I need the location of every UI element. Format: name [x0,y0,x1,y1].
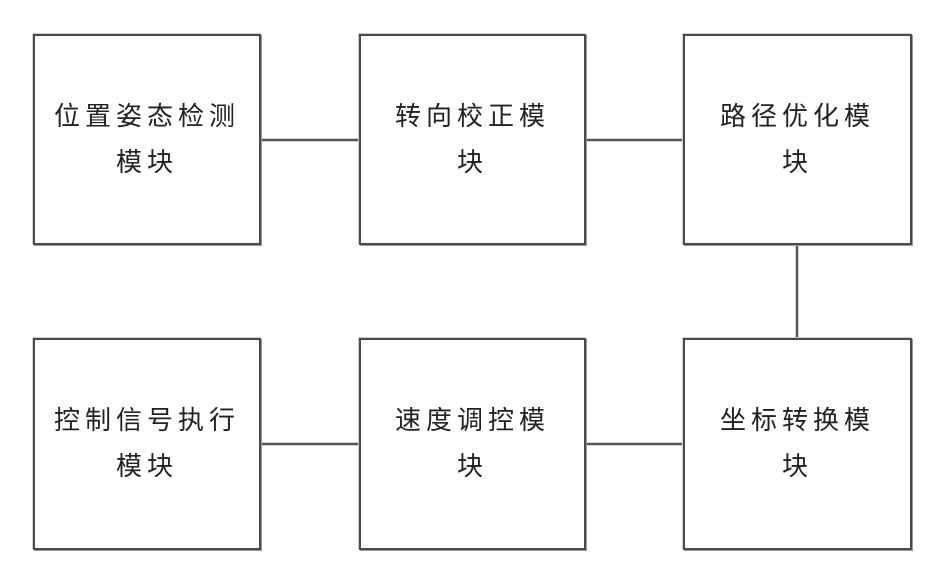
block-label: 坐标转换模块 [712,398,884,490]
block-label: 转向校正模块 [388,94,558,186]
block-label: 位置姿态检测模块 [52,94,242,186]
speed-regulation-block: 速度调控模块 [359,338,586,550]
block-label: 控制信号执行模块 [52,398,242,490]
control-signal-execution-block: 控制信号执行模块 [33,338,261,550]
coordinate-transformation-block: 坐标转换模块 [683,338,912,550]
block-label: 路径优化模块 [712,94,884,186]
block-label: 速度调控模块 [388,398,558,490]
path-optimization-block: 路径优化模块 [683,34,912,245]
steering-correction-block: 转向校正模块 [359,34,586,245]
position-attitude-detection-block: 位置姿态检测模块 [33,34,261,245]
